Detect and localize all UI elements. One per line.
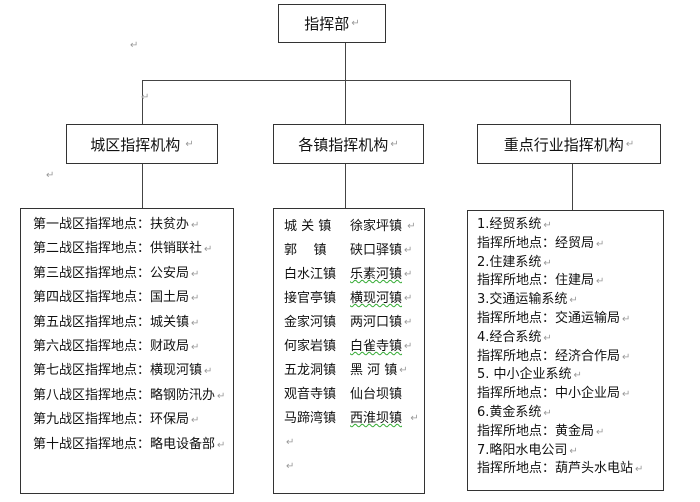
- list-item: 第二战区指挥地点：供销联社↵: [33, 241, 213, 257]
- list-item: 第九战区指挥地点：环保局↵: [33, 412, 200, 428]
- list-item: 第十战区指挥地点：略电设备部↵: [33, 436, 226, 452]
- paragraph-mark: ↵: [141, 92, 150, 103]
- branch-label: 重点行业指挥机构: [503, 135, 624, 154]
- branch-city: 城区指挥机构 ↵: [66, 124, 218, 164]
- city-districts-box: [20, 208, 234, 494]
- paragraph-mark: ↵: [130, 40, 139, 51]
- list-item: 第三战区指挥地点：公安局↵: [33, 265, 200, 281]
- branch-label: 城区指挥机构: [90, 135, 181, 154]
- list-item: 2.住建系统↵: [477, 254, 552, 270]
- list-item: 接官亭镇横现河镇↵: [284, 291, 413, 306]
- list-item: 7.略阳水电公司↵: [477, 442, 578, 458]
- paragraph-mark: ↵: [286, 437, 295, 448]
- branch-label: 各镇指挥机构: [298, 135, 389, 154]
- industries-list: 1.经贸系统↵ 指挥所地点：经贸局↵ 2.住建系统↵ 指挥所地点：住建局↵ 3.…: [477, 216, 643, 479]
- city-districts-list: 第一战区指挥地点：扶贫办↵ 第二战区指挥地点：供销联社↵ 第三战区指挥地点：公安…: [33, 213, 225, 457]
- list-item: 1.经贸系统↵: [477, 217, 552, 232]
- list-item: 指挥所地点：葫芦头水电站↵: [477, 461, 644, 477]
- list-item: 指挥所地点：黄金局↵: [477, 423, 605, 439]
- list-item: 指挥所地点：交通运输局↵: [477, 310, 631, 326]
- list-item: 第一战区指挥地点：扶贫办↵: [33, 217, 200, 232]
- list-item: 3.交通运输系统↵: [477, 292, 578, 308]
- paragraph-mark: ↵: [286, 461, 295, 472]
- list-item: 观音寺镇仙台坝镇: [284, 387, 403, 402]
- towns-box: [273, 208, 425, 494]
- list-item: 白水江镇乐素河镇↵: [284, 267, 413, 282]
- connector-horizontal: [142, 80, 571, 81]
- list-item: 马蹄湾镇西淮坝镇 ↵: [284, 411, 419, 426]
- list-item: 第六战区指挥地点：财政局↵: [33, 338, 200, 354]
- list-item: 指挥所地点：经贸局↵: [477, 235, 605, 251]
- list-item: 第四战区指挥地点：国土局↵: [33, 290, 200, 306]
- list-item: 指挥所地点：住建局↵: [477, 273, 605, 289]
- root-node: 指挥部↵: [278, 4, 386, 43]
- paragraph-mark: ↵: [46, 170, 55, 181]
- branch-industry: 重点行业指挥机构↵: [477, 124, 661, 164]
- connector-right-list: [572, 163, 573, 210]
- connector-left-list: [142, 163, 143, 208]
- list-item: 金家河镇两河口镇↵: [284, 315, 413, 330]
- towns-list: 城 关 镇徐家坪镇 ↵ 郭 镇硖口驿镇↵ 白水江镇乐素河镇↵ 接官亭镇横现河镇↵…: [284, 215, 419, 479]
- list-item: 5. 中小企业系统↵: [477, 367, 582, 383]
- connector-root-down: [345, 42, 346, 81]
- list-item: 城 关 镇徐家坪镇 ↵: [284, 219, 416, 234]
- connector-mid-list: [345, 163, 346, 208]
- list-item: 指挥所地点：中小企业局↵: [477, 386, 631, 402]
- branch-towns: 各镇指挥机构↵: [273, 124, 424, 164]
- list-item: 指挥所地点：经济合作局↵: [477, 348, 631, 364]
- list-item: 第五战区指挥地点：城关镇↵: [33, 314, 200, 330]
- list-item: 第八战区指挥地点：略钢防汛办↵: [33, 387, 226, 403]
- list-item: 郭 镇硖口驿镇↵: [284, 243, 413, 258]
- connector-right-down: [570, 80, 571, 125]
- connector-left-down: [142, 80, 143, 125]
- connector-mid-down: [345, 80, 346, 125]
- industries-box: [467, 210, 664, 491]
- root-label: 指挥部: [304, 15, 350, 33]
- list-item: 第七战区指挥地点：横现河镇↵: [33, 363, 213, 379]
- list-item: 4.经合系统↵: [477, 329, 552, 345]
- list-item: 五龙洞镇黑 河 镇↵: [284, 363, 408, 378]
- list-item: 何家岩镇白雀寺镇↵: [284, 339, 413, 354]
- list-item: 6.黄金系统↵: [477, 404, 552, 420]
